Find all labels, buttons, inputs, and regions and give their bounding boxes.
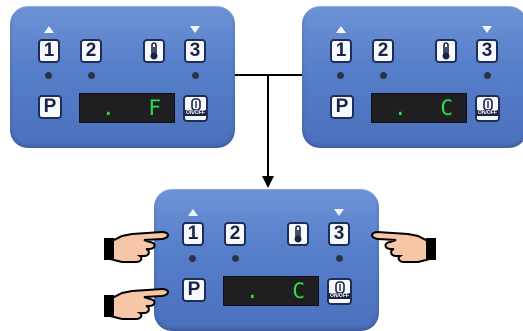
thermometer-icon [150, 42, 158, 60]
button-2[interactable]: 2 [80, 39, 102, 63]
triangle-down-icon [482, 26, 492, 33]
button-1[interactable]: 1 [38, 39, 60, 63]
button-2[interactable]: 2 [372, 39, 394, 63]
p-button[interactable]: P [330, 95, 354, 119]
led-1 [189, 255, 196, 262]
led-3 [484, 72, 491, 79]
triangle-up-icon [188, 209, 198, 216]
thermometer-button[interactable] [143, 39, 165, 63]
thermometer-button[interactable] [287, 222, 309, 246]
display-dot: . [394, 96, 408, 120]
onoff-button[interactable]: ON/OFF [475, 95, 500, 122]
led-3 [192, 72, 199, 79]
triangle-down-icon [190, 26, 200, 33]
button-3[interactable]: 3 [476, 39, 498, 63]
onoff-label: ON/OFF [477, 110, 498, 116]
display-value: C [292, 279, 306, 303]
led-3 [336, 255, 343, 262]
display-value: C [440, 96, 454, 120]
display-dot: . [246, 279, 260, 303]
display-value: F [148, 96, 162, 120]
button-3[interactable]: 3 [328, 222, 350, 246]
triangle-down-icon [334, 209, 344, 216]
controller-panel-top-right: 1 2 3 P . C ON/OFF [302, 6, 523, 148]
led-1 [337, 72, 344, 79]
led-2 [380, 72, 387, 79]
onoff-button[interactable]: ON/OFF [327, 278, 352, 305]
pointing-hand-icon [104, 230, 169, 263]
thermometer-button[interactable] [435, 39, 457, 63]
p-button[interactable]: P [38, 95, 62, 119]
display-screen: . C [371, 93, 467, 123]
button-1[interactable]: 1 [182, 222, 204, 246]
onoff-label: ON/OFF [329, 293, 350, 299]
controller-panel-bottom: 1 2 3 P . C ON/OFF [154, 189, 379, 331]
triangle-up-icon [336, 26, 346, 33]
p-button[interactable]: P [182, 278, 206, 302]
thermometer-icon [442, 42, 450, 60]
led-2 [232, 255, 239, 262]
display-screen: . C [223, 276, 319, 306]
onoff-button[interactable]: ON/OFF [183, 95, 208, 122]
display-dot: . [102, 96, 116, 120]
onoff-label: ON/OFF [185, 110, 206, 116]
thermometer-icon [294, 225, 302, 243]
display-screen: . F [79, 93, 175, 123]
button-2[interactable]: 2 [224, 222, 246, 246]
pointing-hand-icon [104, 287, 169, 320]
controller-panel-top-left: 1 2 3 P . F ON/OFF [10, 6, 235, 148]
button-1[interactable]: 1 [330, 39, 352, 63]
button-3[interactable]: 3 [184, 39, 206, 63]
led-1 [45, 72, 52, 79]
led-2 [88, 72, 95, 79]
triangle-up-icon [44, 26, 54, 33]
pointing-hand-icon [371, 230, 436, 263]
